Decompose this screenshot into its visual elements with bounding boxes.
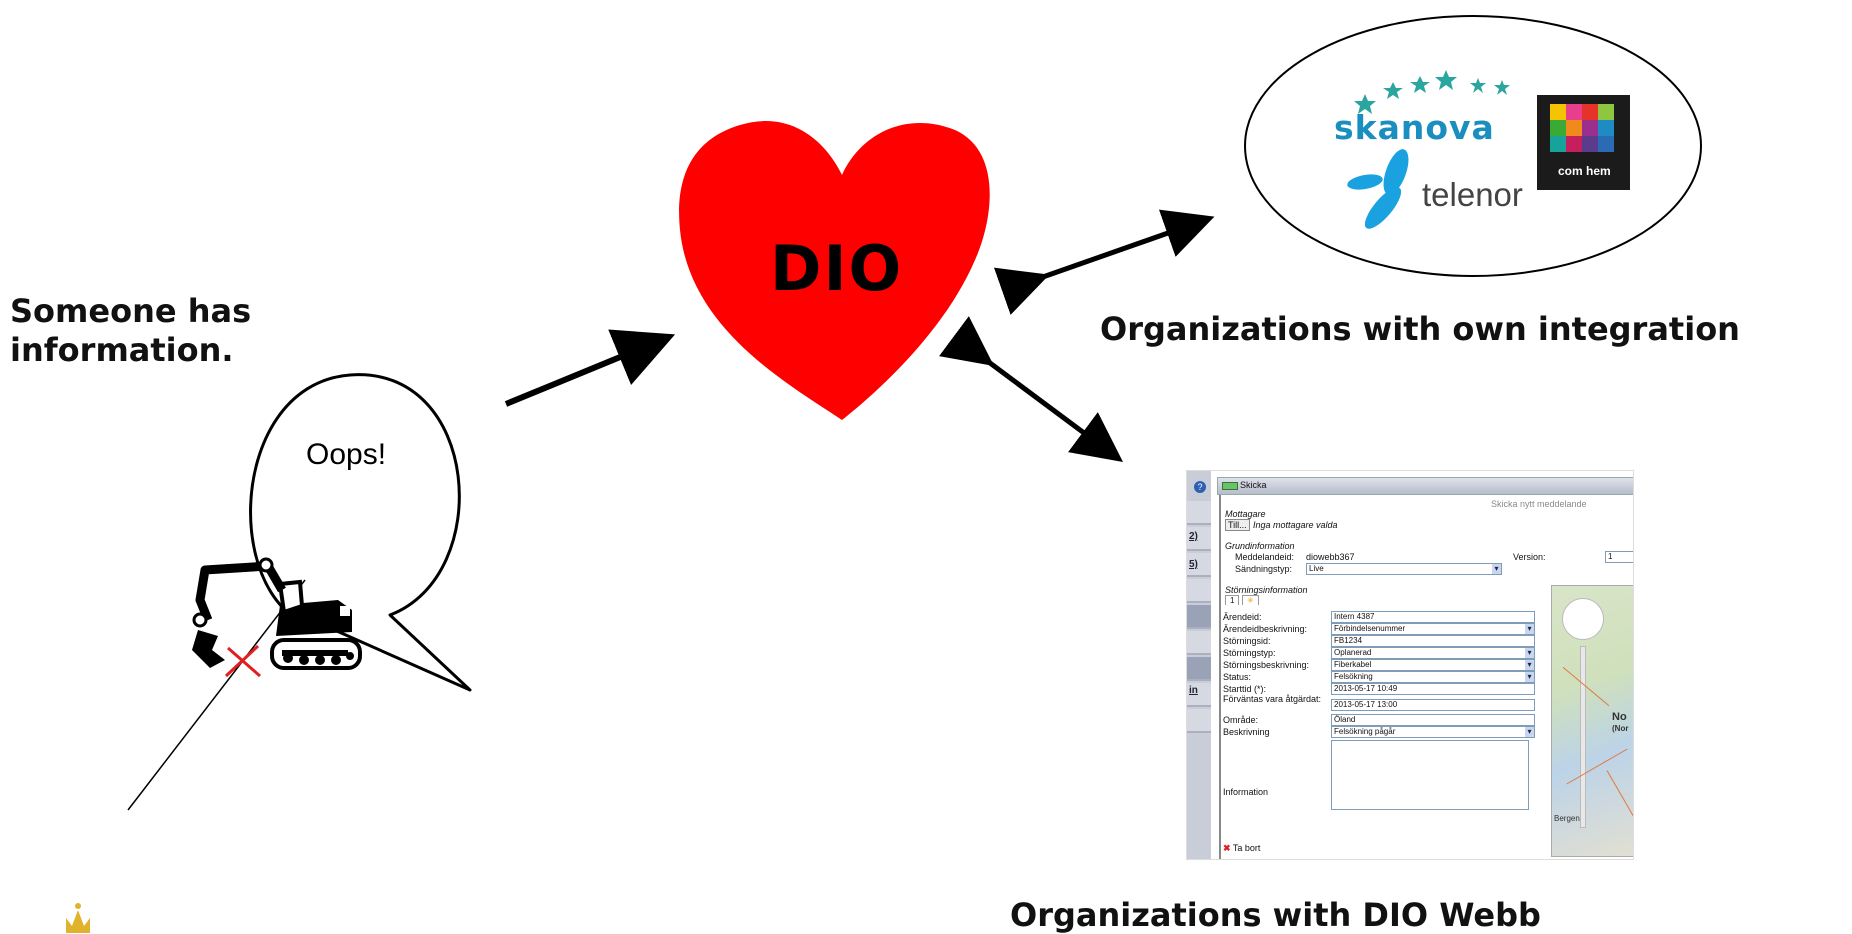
information-textarea[interactable]	[1331, 740, 1529, 810]
arrow-dio-webb	[938, 316, 1124, 462]
send-type-label: Sändningstyp:	[1235, 564, 1293, 574]
case-id-field[interactable]: Intern 4387	[1331, 611, 1535, 623]
field-label: Störningsid:	[1223, 636, 1271, 646]
sidebar: ? 2) 5) in	[1187, 471, 1211, 859]
excavator-icon	[192, 557, 362, 678]
area-field[interactable]: Öland	[1331, 714, 1535, 726]
comhem-logo-icon	[1537, 95, 1630, 190]
envelope-icon	[1222, 481, 1238, 490]
cable-line	[127, 579, 306, 811]
field-label: Område:	[1223, 715, 1259, 725]
send-button-label: Skicka	[1240, 480, 1267, 490]
form-heading: Skicka nytt meddelande	[1491, 499, 1587, 509]
field-label: Starttid (*):	[1223, 684, 1267, 694]
map-view[interactable]: No (Nor Bergen	[1551, 585, 1633, 857]
skanova-logo: skanova	[1334, 108, 1495, 147]
recipients-label: Mottagare	[1225, 509, 1266, 519]
map-city-label: Bergen	[1554, 814, 1580, 823]
field-label: Störningsbeskrivning:	[1223, 660, 1310, 670]
remove-button[interactable]: ✖ Ta bort	[1223, 843, 1260, 854]
help-icon[interactable]: ?	[1194, 481, 1206, 493]
message-form: Skicka nytt meddelande Mottagare Till...…	[1219, 495, 1633, 859]
send-type-select[interactable]: Live	[1306, 563, 1502, 575]
someone-has-information-label: Someone has information.	[10, 292, 252, 369]
side-link[interactable]: 5)	[1189, 559, 1198, 570]
field-label: Ärendeidbeskrivning:	[1223, 624, 1308, 634]
to-button[interactable]: Till...	[1225, 519, 1250, 531]
side-link[interactable]: 2)	[1189, 531, 1198, 542]
skanova-stars-icon	[1354, 70, 1510, 114]
disturbance-type-select[interactable]: Oplanerad	[1331, 647, 1535, 659]
map-zoom-slider[interactable]	[1580, 646, 1586, 828]
dio-heart	[679, 121, 990, 421]
telenor-logo: telenor	[1422, 176, 1523, 213]
tab-1[interactable]: 1	[1225, 595, 1240, 605]
recipients-value: Inga mottagare valda	[1253, 520, 1338, 530]
toolbar: Skicka	[1217, 477, 1633, 495]
send-button[interactable]: Skicka	[1222, 480, 1267, 490]
tab-strip: 1 ✳	[1225, 595, 1259, 605]
disturbance-info-label: Störningsinformation	[1225, 585, 1308, 595]
version-field[interactable]: 1	[1605, 551, 1633, 563]
remove-label: Ta bort	[1232, 843, 1261, 853]
information-label: Information	[1223, 787, 1269, 797]
field-label: Ärendeid:	[1223, 612, 1262, 622]
remove-icon: ✖	[1223, 843, 1231, 853]
map-country-sub-label: (Nor	[1612, 724, 1629, 733]
organizations-dio-webb-label: Organizations with DIO Webb	[1010, 896, 1541, 934]
arrow-to-dio	[504, 329, 676, 407]
telenor-propeller-icon	[1347, 149, 1409, 229]
status-select[interactable]: Felsökning	[1331, 671, 1535, 683]
oops-text: Oops!	[306, 438, 387, 471]
organizations-ellipse	[1244, 15, 1702, 277]
field-label: Störningstyp:	[1223, 648, 1276, 658]
field-label: Status:	[1223, 672, 1252, 682]
arrow-dio-own-integration	[993, 209, 1215, 315]
description-select[interactable]: Felsökning pågår	[1331, 726, 1535, 738]
map-pan-control-icon[interactable]	[1562, 598, 1604, 640]
side-link[interactable]: in	[1189, 685, 1198, 696]
message-id-value: diowebb367	[1306, 552, 1355, 562]
expected-fixed-field[interactable]: 2013-05-17 13:00	[1331, 699, 1535, 711]
version-label: Version:	[1513, 552, 1546, 562]
field-label: Förväntas vara åtgärdat:	[1223, 694, 1322, 704]
crown-emblem-icon	[66, 903, 90, 933]
dio-webb-screenshot: ? 2) 5) in Skicka Skicka nytt meddelande…	[1186, 470, 1634, 860]
start-time-field[interactable]: 2013-05-17 10:49	[1331, 683, 1535, 695]
case-desc-select[interactable]: Förbindelsenummer	[1331, 623, 1535, 635]
disturbance-id-field[interactable]: FB1234	[1331, 635, 1535, 647]
message-id-label: Meddelandeid:	[1235, 552, 1295, 562]
dio-label: DIO	[770, 232, 904, 305]
disturbance-desc-select[interactable]: Fiberkabel	[1331, 659, 1535, 671]
add-tab-icon[interactable]: ✳	[1241, 595, 1259, 605]
organizations-own-integration-label: Organizations with own integration	[1100, 310, 1740, 348]
field-label: Beskrivning	[1223, 727, 1270, 737]
map-country-label: No	[1612, 711, 1627, 723]
basic-info-label: Grundinformation	[1225, 541, 1295, 551]
comhem-logo-text: com hem	[1558, 164, 1611, 178]
